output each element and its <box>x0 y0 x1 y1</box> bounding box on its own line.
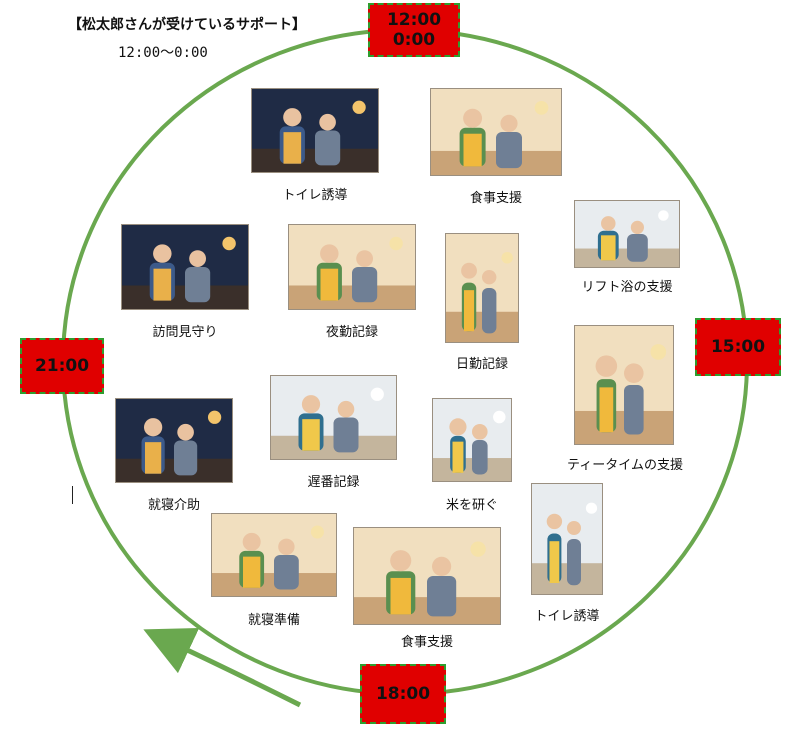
chart-title: 【松太郎さんが受けているサポート】 <box>68 17 306 33</box>
activity-label: リフト浴の支援 <box>581 280 673 295</box>
activity-illustration <box>211 513 337 597</box>
scene-drawing <box>116 399 232 482</box>
time-marker-label: 21:00 <box>34 356 90 376</box>
scene-drawing <box>122 225 248 309</box>
time-marker-1800: 18:00 <box>360 664 446 724</box>
scene-drawing <box>252 89 378 172</box>
activity-illustration <box>574 325 674 445</box>
activity-illustration <box>432 398 512 482</box>
activity-illustration <box>531 483 603 595</box>
activity-illustration <box>270 375 397 460</box>
scene-drawing <box>532 484 602 594</box>
scene-drawing <box>354 528 500 624</box>
scene-drawing <box>212 514 336 596</box>
time-marker-label: 18:00 <box>375 684 431 704</box>
time-marker-line1: 12:00 <box>386 10 442 30</box>
direction-arrow <box>143 627 302 708</box>
activity-illustration <box>445 233 519 343</box>
activity-label: 米を研ぐ <box>445 498 498 513</box>
scene-drawing <box>446 234 518 342</box>
activity-label: トイレ誘導 <box>282 188 348 203</box>
activity-label: トイレ誘導 <box>534 609 600 624</box>
activity-illustration <box>574 200 680 268</box>
activity-illustration <box>121 224 249 310</box>
activity-label: 食事支援 <box>400 635 453 650</box>
time-marker-label: 15:00 <box>710 337 766 357</box>
activity-label: 就寝介助 <box>147 498 200 513</box>
scene-drawing <box>431 89 561 175</box>
activity-label: 就寝準備 <box>247 613 300 628</box>
time-marker-noon: 12:00 0:00 <box>368 3 460 57</box>
scene-drawing <box>271 376 396 459</box>
activity-illustration <box>353 527 501 625</box>
activity-illustration <box>251 88 379 173</box>
activity-label: ティータイムの支援 <box>567 458 683 473</box>
activity-label: 日勤記録 <box>455 357 508 372</box>
activity-label: 遅番記録 <box>307 475 360 490</box>
time-range: 12:00～0:00 <box>118 45 208 61</box>
activity-label: 食事支援 <box>469 191 522 206</box>
time-marker-1500: 15:00 <box>695 318 781 376</box>
activity-label: 夜勤記録 <box>325 325 378 340</box>
time-marker-line2: 0:00 <box>392 30 436 50</box>
activity-label: 訪問見守り <box>152 325 218 340</box>
activity-illustration <box>115 398 233 483</box>
text-caret <box>72 486 73 504</box>
scene-drawing <box>289 225 415 309</box>
activity-illustration <box>288 224 416 310</box>
time-marker-2100: 21:00 <box>20 338 104 394</box>
scene-drawing <box>575 201 679 267</box>
activity-illustration <box>430 88 562 176</box>
scene-drawing <box>575 326 673 444</box>
scene-drawing <box>433 399 511 481</box>
